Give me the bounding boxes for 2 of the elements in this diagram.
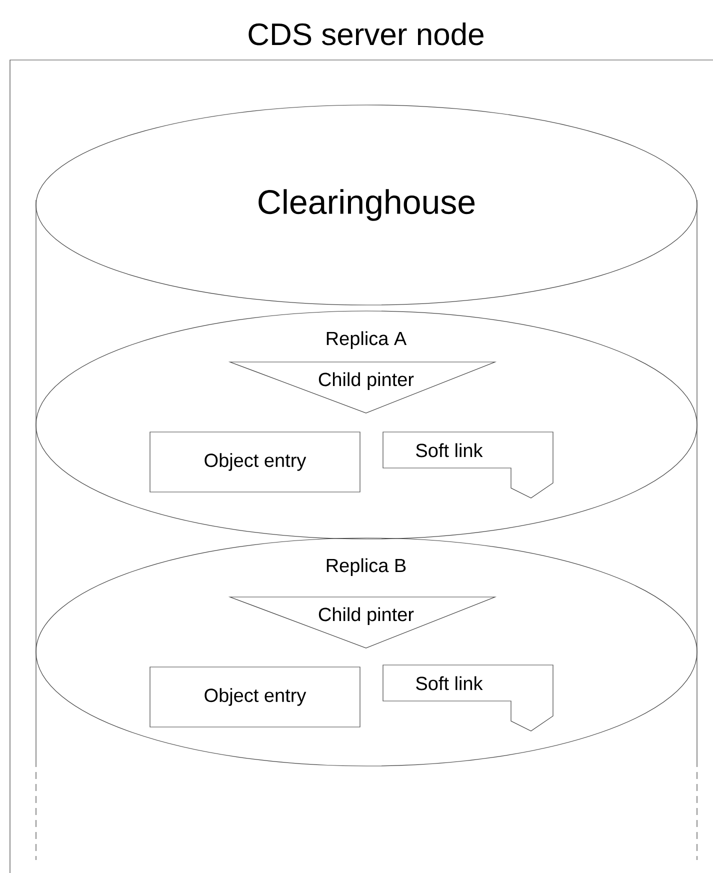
entry-box: Object entry (150, 432, 360, 492)
entry-box: Object entry (150, 666, 360, 728)
